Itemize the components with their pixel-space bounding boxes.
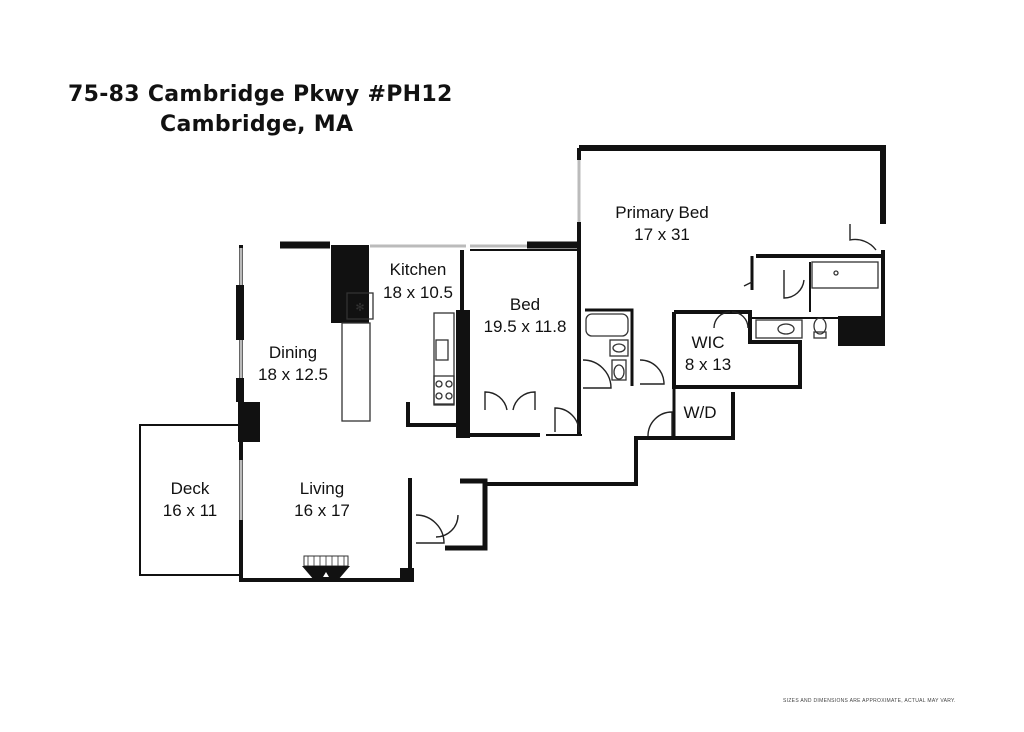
wall-blocks [236, 245, 884, 582]
kitchen-fixtures: ✻ [341, 292, 455, 422]
room-name-living: Living [300, 479, 344, 498]
address-line-1: 75-83 Cambridge Pkwy #PH12 [68, 82, 453, 107]
room-name-dining: Dining [269, 343, 317, 362]
door-swings [415, 224, 877, 544]
bath-fixtures [585, 261, 879, 381]
room-dims-deck: 16 x 11 [163, 501, 218, 520]
room-name-wd: W/D [683, 403, 716, 422]
room-name-primary-bed: Primary Bed [615, 203, 709, 222]
room-name-wic: WIC [691, 333, 724, 352]
room-name-kitchen: Kitchen [390, 260, 447, 279]
address-line-2: Cambridge, MA [160, 112, 354, 137]
room-dims-primary-bed: 17 x 31 [634, 225, 690, 244]
windows [239, 160, 581, 520]
room-dims-wic: 8 x 13 [685, 355, 731, 374]
room-name-bed: Bed [510, 295, 540, 314]
walls [139, 145, 886, 582]
room-dims-living: 16 x 17 [294, 501, 350, 520]
room-labels: Primary Bed 17 x 31 Kitchen 18 x 10.5 Be… [163, 203, 731, 520]
svg-text:✻: ✻ [355, 301, 364, 314]
room-dims-dining: 18 x 12.5 [258, 365, 328, 384]
disclaimer-text: SIZES AND DIMENSIONS ARE APPROXIMATE, AC… [783, 698, 956, 704]
room-dims-bed: 19.5 x 11.8 [484, 317, 567, 336]
fireplace [302, 555, 350, 580]
room-name-deck: Deck [171, 479, 210, 498]
room-dims-kitchen: 18 x 10.5 [383, 283, 453, 302]
